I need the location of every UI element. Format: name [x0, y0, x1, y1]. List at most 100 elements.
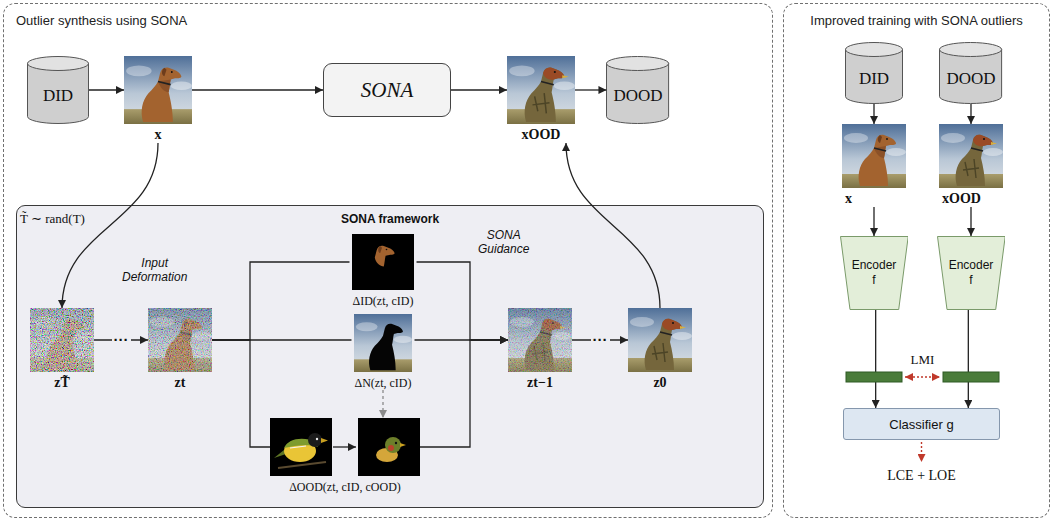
illustration-part [352, 234, 414, 290]
node-label: z0 [653, 375, 666, 391]
process-box: SONA [323, 63, 451, 117]
illustration-part [939, 124, 1003, 188]
image-thumbnail: zt−1 [508, 308, 572, 391]
illustration-part [400, 443, 406, 447]
dataset-cylinder: DOOD [606, 56, 669, 124]
node-label: x [155, 127, 162, 143]
encoder-shape [840, 237, 908, 310]
node-label: zT̃ [54, 375, 70, 391]
framework-box: SONA framework zT̃ zt ΔID(zt, cID) ΔN(zt, cI… [16, 205, 764, 508]
arrow-connector [420, 340, 508, 447]
illustration-part [386, 249, 388, 251]
illustration-part [308, 433, 322, 447]
arrow-connector [873, 207, 874, 236]
illustration-part [375, 246, 395, 267]
illustration-part [274, 433, 328, 468]
noisy-latent-images [30, 308, 692, 372]
illustration-part [358, 418, 420, 476]
illustration-part [274, 450, 286, 458]
delta-ood-image [358, 418, 420, 476]
image-thumbnail: z0 [628, 308, 692, 391]
illustration-part [628, 308, 692, 372]
annotation-holder: SONA Guidance [478, 228, 529, 257]
dataset-cylinder: DID [845, 42, 903, 104]
illustration-part [846, 372, 902, 382]
image-thumbnail: xOOD [939, 124, 1003, 207]
node-label: DOOD [946, 69, 995, 89]
node-label: ΔN(zt, cID) [354, 376, 411, 391]
illustration-part [270, 418, 332, 476]
node-label: SONA framework [341, 212, 439, 226]
annotation-label: T̃ ∼ rand(T) [20, 211, 85, 227]
annotation-holder: LMI [911, 350, 935, 368]
node-label: Encoder f [949, 258, 994, 288]
arrow-connector [575, 89, 606, 90]
arrow-connector [212, 339, 351, 340]
image-thumbnail: x [124, 56, 192, 143]
edge-label-holder: ··· [591, 331, 610, 349]
node-label: DID [43, 86, 73, 106]
delta-n-image [354, 314, 412, 372]
delta-id-image [352, 234, 414, 290]
node-label: DID [859, 69, 889, 89]
feature-bars [846, 372, 999, 382]
arrow-connector [566, 143, 660, 308]
encoder-trapezoid: Encoder f [937, 236, 1006, 310]
illustration-part [316, 438, 318, 440]
node-label: SONA [361, 78, 414, 103]
arrow-connector [875, 310, 876, 408]
arrow-connector [970, 104, 971, 124]
node-label: DOOD [613, 86, 662, 106]
classifier-box: Classifier g [843, 408, 1000, 440]
arrow-connector [192, 89, 323, 90]
illustration-part [278, 462, 326, 468]
cylinder-body [607, 63, 669, 124]
image-thumbnail: ΔN(zt, cID) [351, 314, 414, 390]
cylinder-top [846, 43, 903, 57]
illustration-part [943, 372, 999, 382]
dataset-cylinder: DID [27, 56, 89, 124]
image-thumbnail: zT̃ [30, 308, 94, 391]
node-label: Outlier synthesis using SONA [16, 13, 187, 28]
node-label: ΔOOD(zt, cID, cOOD) [289, 480, 401, 495]
node-label: ΔID(zt, cID) [352, 294, 413, 309]
annotation-label: Input Deformation [122, 256, 187, 284]
illustration-part [375, 246, 395, 267]
training-images [842, 124, 1003, 188]
illustration-part [385, 437, 401, 453]
illustration-part [388, 445, 394, 451]
mi-loss-arrow [905, 376, 940, 377]
illustration-part [842, 124, 906, 188]
cylinder-body [28, 63, 89, 124]
node-label: xOOD [942, 191, 981, 207]
illustration-part [284, 439, 318, 448]
illustration-part [507, 56, 575, 124]
cylinder-top [607, 57, 669, 71]
illustration-part [124, 56, 192, 124]
illustration-part [508, 308, 572, 372]
arrow-connector [382, 390, 383, 418]
image-thumbnail: xOOD [507, 56, 575, 143]
arrow-connector [451, 89, 507, 90]
arrow-connector [212, 340, 270, 447]
node-label: x [845, 191, 852, 207]
annotation-label: LMI [911, 352, 935, 368]
illustration-part [376, 448, 398, 462]
illustration-part [395, 442, 397, 444]
cylinder-top [28, 57, 89, 71]
panel: Outlier synthesis using SONA DID x SONA xOOD… [3, 3, 773, 518]
illustration-part [148, 308, 212, 372]
arrow-connector [970, 207, 971, 236]
arrow-connector [89, 89, 124, 90]
edge-label: ··· [591, 332, 610, 347]
ood-bird-image [270, 418, 332, 476]
annotation-label: LCE + LOE [887, 468, 956, 484]
dataset-cylinder: DOOD [939, 42, 1002, 104]
panel: Improved training with SONA outliersDIDD… [783, 3, 1050, 518]
encoder-trapezoid: Encoder f [840, 236, 909, 310]
node-label: zt [175, 375, 186, 391]
illustration-part [376, 437, 406, 462]
arrow-connector [873, 104, 874, 124]
illustration-part [354, 314, 412, 372]
node-label: xOOD [522, 127, 561, 143]
